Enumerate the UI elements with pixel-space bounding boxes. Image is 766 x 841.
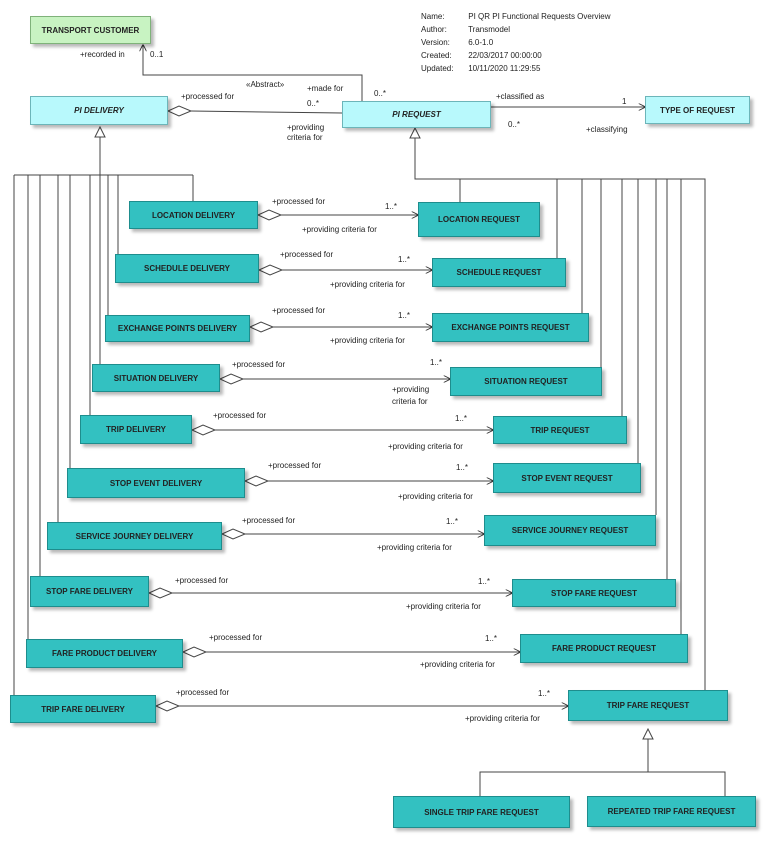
repeated-trip-fare-request-class[interactable]: REPEATED TRIP FARE REQUEST: [587, 796, 756, 827]
diagram-metadata: Name: PI QR PI Functional Requests Overv…: [421, 10, 611, 75]
location-request-class[interactable]: LOCATION REQUEST: [418, 202, 540, 237]
trip-fare-inheritance-arrow: [642, 727, 654, 740]
location-providing-criteria-label: +providing criteria for: [302, 225, 377, 234]
trip-fare-multiplicity: 1..*: [538, 689, 551, 698]
made-for-connector: [190, 110, 343, 114]
updated-label: Updated:: [421, 64, 454, 73]
exchange-points-processed-for-label: +processed for: [272, 306, 326, 315]
author-value: Transmodel: [468, 25, 511, 34]
schedule-multiplicity: 1..*: [398, 255, 411, 264]
pi-request-criteria-for-label: criteria for: [287, 133, 323, 142]
stop-event-processed-for-label: +processed for: [268, 461, 322, 470]
pi-request-providing-label: +providing: [287, 123, 325, 132]
classified-as-label: +classified as: [496, 92, 545, 101]
exchange-points-multiplicity: 1..*: [398, 311, 411, 320]
trip-processed-for-label: +processed for: [213, 411, 267, 420]
exchange-points-delivery-class[interactable]: EXCHANGE POINTS DELIVERY: [105, 315, 250, 342]
delivery-generalization-trunk: [13, 137, 194, 695]
location-delivery-class[interactable]: LOCATION DELIVERY: [129, 201, 258, 229]
exchange-points-providing-criteria-label: +providing criteria for: [330, 336, 405, 345]
name-label: Name:: [421, 12, 445, 21]
aggregation-diamond: [166, 105, 193, 117]
single-trip-fare-request-class[interactable]: SINGLE TRIP FARE REQUEST: [393, 796, 570, 828]
trip-delivery-class[interactable]: TRIP DELIVERY: [80, 415, 192, 444]
service-journey-processed-for-label: +processed for: [242, 516, 296, 525]
schedule-processed-for-label: +processed for: [280, 250, 334, 259]
stop-event-providing-criteria-label: +providing criteria for: [398, 492, 473, 501]
stop-fare-providing-criteria-label: +providing criteria for: [406, 602, 481, 611]
recorded-in-multiplicity: 0..1: [150, 50, 164, 59]
schedule-providing-criteria-label: +providing criteria for: [330, 280, 405, 289]
location-processed-for-label: +processed for: [272, 197, 326, 206]
abstract-stereotype: «Abstract»: [246, 80, 285, 89]
author-label: Author:: [421, 25, 447, 34]
service-journey-multiplicity: 1..*: [446, 517, 459, 526]
updated-value: 10/11/2020 11:29:55: [468, 64, 541, 73]
situation-delivery-class[interactable]: SITUATION DELIVERY: [92, 364, 220, 392]
trip-fare-processed-for-label: +processed for: [176, 688, 230, 697]
stop-event-request-class[interactable]: STOP EVENT REQUEST: [493, 463, 641, 493]
classified-as-multiplicity: 1: [622, 97, 627, 106]
made-for-label: +made for: [307, 84, 344, 93]
trip-fare-delivery-class[interactable]: TRIP FARE DELIVERY: [10, 695, 156, 723]
situation-providing-label: +providing: [392, 385, 430, 394]
classifying-multiplicity: 0..*: [508, 120, 521, 129]
stop-fare-delivery-class[interactable]: STOP FARE DELIVERY: [30, 576, 149, 607]
recorded-in-label: +recorded in: [80, 50, 125, 59]
created-value: 22/03/2017 00:00:00: [468, 51, 542, 60]
situation-processed-for-label: +processed for: [232, 360, 286, 369]
trip-fare-providing-criteria-label: +providing criteria for: [465, 714, 540, 723]
stop-event-delivery-class[interactable]: STOP EVENT DELIVERY: [67, 468, 245, 498]
schedule-delivery-class[interactable]: SCHEDULE DELIVERY: [115, 254, 259, 283]
situation-criteria-for-label: criteria for: [392, 397, 428, 406]
service-journey-request-class[interactable]: SERVICE JOURNEY REQUEST: [484, 515, 656, 546]
pi-request-class[interactable]: PI REQUEST: [342, 101, 491, 128]
trip-providing-criteria-label: +providing criteria for: [388, 442, 463, 451]
stop-fare-multiplicity: 1..*: [478, 577, 491, 586]
delivery-inheritance-arrow: [94, 125, 106, 138]
version-value: 6.0-1.0: [468, 38, 494, 47]
pi-delivery-class[interactable]: PI DELIVERY: [30, 96, 168, 125]
name-value: PI QR PI Functional Requests Overview: [468, 12, 611, 21]
trip-fare-generalization: [479, 739, 726, 796]
stop-event-multiplicity: 1..*: [456, 463, 469, 472]
trip-multiplicity: 1..*: [455, 414, 468, 423]
type-of-request-class[interactable]: TYPE OF REQUEST: [645, 96, 750, 124]
pi-delivery-processed-for-label: +processed for: [181, 92, 235, 101]
recorded-in-request-multiplicity: 0..*: [374, 89, 387, 98]
schedule-request-class[interactable]: SCHEDULE REQUEST: [432, 258, 566, 287]
created-label: Created:: [421, 51, 452, 60]
fare-product-processed-for-label: +processed for: [209, 633, 263, 642]
made-for-multiplicity: 0..*: [307, 99, 320, 108]
stop-fare-processed-for-label: +processed for: [175, 576, 229, 585]
fare-product-delivery-class[interactable]: FARE PRODUCT DELIVERY: [26, 639, 183, 668]
service-journey-delivery-class[interactable]: SERVICE JOURNEY DELIVERY: [47, 522, 222, 550]
situation-multiplicity: 1..*: [430, 358, 443, 367]
trip-fare-request-class[interactable]: TRIP FARE REQUEST: [568, 690, 728, 721]
request-generalization-trunk: [414, 138, 706, 690]
service-journey-providing-criteria-label: +providing criteria for: [377, 543, 452, 552]
request-inheritance-arrow: [409, 126, 421, 139]
fare-product-request-class[interactable]: FARE PRODUCT REQUEST: [520, 634, 688, 663]
recorded-in-connector: [143, 45, 363, 101]
classifying-label: +classifying: [586, 125, 628, 134]
stop-fare-request-class[interactable]: STOP FARE REQUEST: [512, 579, 676, 607]
fare-product-multiplicity: 1..*: [485, 634, 498, 643]
version-label: Version:: [421, 38, 450, 47]
situation-request-class[interactable]: SITUATION REQUEST: [450, 367, 602, 396]
exchange-points-request-class[interactable]: EXCHANGE POINTS REQUEST: [432, 313, 589, 342]
location-multiplicity: 1..*: [385, 202, 398, 211]
trip-request-class[interactable]: TRIP REQUEST: [493, 416, 627, 444]
transport-customer-class[interactable]: TRANSPORT CUSTOMER: [30, 16, 151, 44]
fare-product-providing-criteria-label: +providing criteria for: [420, 660, 495, 669]
